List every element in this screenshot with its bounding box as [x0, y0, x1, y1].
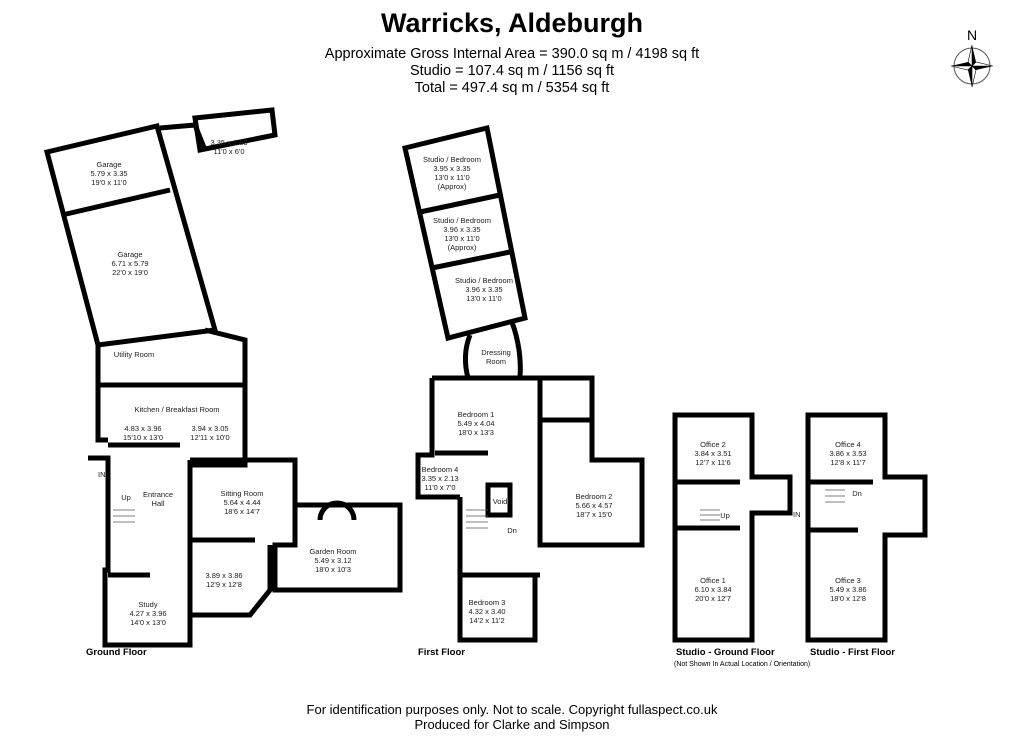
stairs-up-marker: Up	[121, 493, 131, 502]
entrance-marker: IN	[98, 470, 106, 479]
floor-label-ground: Ground Floor	[86, 647, 147, 658]
floor-label-studio-ground: Studio - Ground Floor	[676, 647, 775, 658]
garage-block	[43, 123, 219, 348]
room-label-utility: Utility Room	[113, 350, 155, 359]
compass-rose-icon: N	[950, 28, 1000, 98]
entrance-marker-studio: IN	[793, 510, 801, 519]
floor-label-first: First Floor	[418, 647, 465, 658]
footer-produced-for: Produced for Clarke and Simpson	[414, 717, 610, 732]
room-label-void: Void	[492, 497, 508, 506]
room-label-entrance-hall: Entrance Hall	[142, 490, 174, 508]
footer-disclaimer: For identification purposes only. Not to…	[306, 702, 718, 717]
studio-area: Studio = 107.4 sq m / 1156 sq ft	[409, 63, 615, 79]
stairs-down-marker: Dn	[507, 526, 517, 535]
gross-area: Approximate Gross Internal Area = 390.0 …	[324, 46, 700, 62]
floor-label-studio-first: Studio - First Floor	[810, 647, 895, 658]
stairs-up-marker-studio: Up	[720, 511, 730, 520]
room-label-kitchen: Kitchen / Breakfast Room	[134, 405, 220, 414]
room-label-dressing-room: Dressing Room	[481, 348, 511, 366]
total-area: Total = 497.4 sq m / 5354 sq ft	[414, 80, 610, 96]
studio-orientation-note: (Not Shown In Actual Location / Orientat…	[674, 661, 811, 668]
north-label: N	[966, 27, 978, 43]
stairs-down-marker-studio: Dn	[852, 489, 862, 498]
plan-title: Warricks, Aldeburgh	[380, 8, 644, 38]
